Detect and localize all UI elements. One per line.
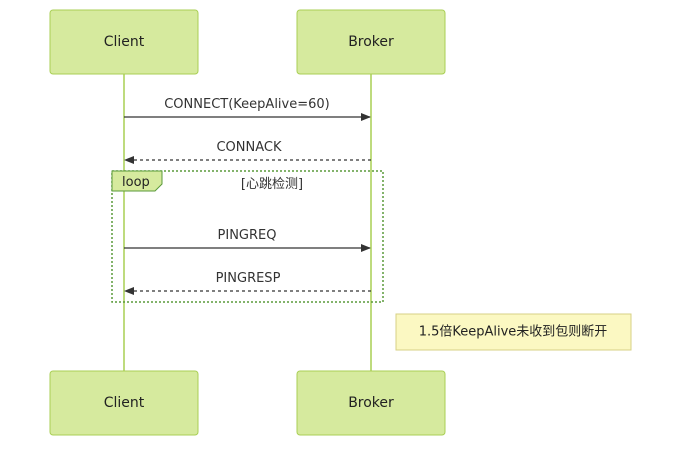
loop-frame-border <box>111 170 384 303</box>
message-connect: CONNECT(KeepAlive=60) <box>124 97 371 121</box>
message-pingresp-label: PINGRESP <box>216 271 281 286</box>
broker-actor-top: Broker <box>296 9 446 75</box>
client-actor-bottom-label: Client <box>104 395 145 411</box>
broker-actor-bottom-label: Broker <box>348 395 394 411</box>
message-connack-label: CONNACK <box>216 140 282 155</box>
broker-actor-top-label: Broker <box>348 34 394 50</box>
note-box <box>395 313 632 351</box>
loop-frame: loop [心跳检测] <box>111 170 384 303</box>
note: 1.5倍KeepAlive未收到包则断开 <box>395 313 632 351</box>
loop-tag-label: loop <box>122 175 150 190</box>
broker-actor-bottom: Broker <box>296 370 446 436</box>
loop-condition-label: [心跳检测] <box>241 177 303 192</box>
message-connack: CONNACK <box>124 140 371 164</box>
loop-tag-box <box>111 170 163 192</box>
client-actor-top-label: Client <box>104 34 145 50</box>
message-pingreq-label: PINGREQ <box>218 228 277 243</box>
client-actor-bottom: Client <box>49 370 199 436</box>
note-text: 1.5倍KeepAlive未收到包则断开 <box>419 325 608 340</box>
message-connect-label: CONNECT(KeepAlive=60) <box>164 97 330 112</box>
message-pingresp: PINGRESP <box>124 271 371 295</box>
client-actor-top: Client <box>49 9 199 75</box>
message-pingreq: PINGREQ <box>124 228 371 252</box>
